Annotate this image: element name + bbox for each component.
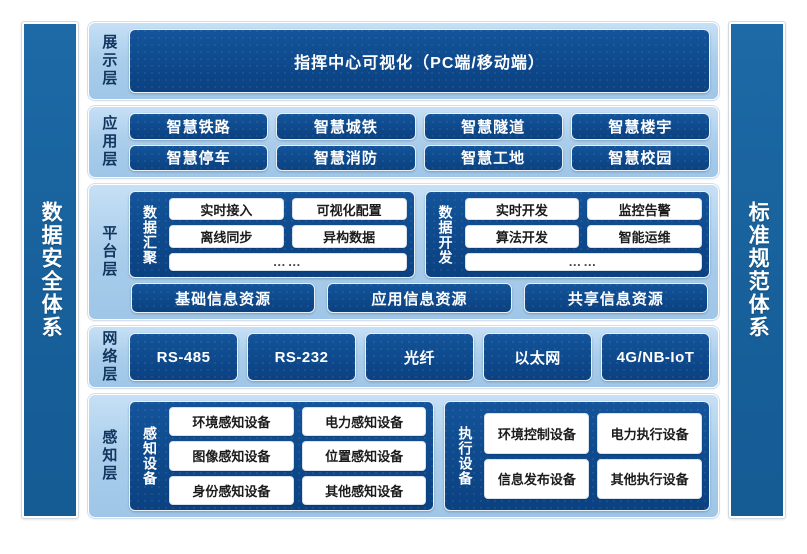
platform-resources: 基础信息资源 应用信息资源 共享信息资源 xyxy=(129,283,710,313)
left-pillar-data-security: 数据安全体系 xyxy=(21,21,79,519)
agg-item-offline-sync[interactable]: 离线同步 xyxy=(169,225,284,248)
dev-item-algorithm-dev[interactable]: 算法开发 xyxy=(464,225,580,248)
data-development-title: 数据开发 xyxy=(437,204,454,265)
layer-presentation-body: 指挥中心可视化（PC端/移动端） xyxy=(129,29,710,93)
actuator-item-other[interactable]: 其他执行设备 xyxy=(597,458,702,499)
app-item-smart-fire[interactable]: 智慧消防 xyxy=(276,144,416,171)
layer-presentation-label: 展示层 xyxy=(100,34,118,88)
layer-application: 应用层 智慧铁路 智慧城铁 智慧隧道 智慧楼宇 智慧停车 智慧消防 智慧工地 智… xyxy=(87,105,720,179)
layer-application-label: 应用层 xyxy=(100,115,118,169)
layer-presentation: 展示层 指挥中心可视化（PC端/移动端） xyxy=(87,21,720,101)
app-item-smart-railway[interactable]: 智慧铁路 xyxy=(129,113,269,140)
layer-network-label: 网络层 xyxy=(100,330,118,384)
layer-platform-label: 平台层 xyxy=(100,225,118,279)
net-item-ethernet[interactable]: 以太网 xyxy=(483,333,592,381)
resource-app-info[interactable]: 应用信息资源 xyxy=(327,283,512,313)
presentation-banner[interactable]: 指挥中心可视化（PC端/移动端） xyxy=(129,29,710,93)
sensing-group-actuator-devices: 执行设备 环境控制设备 电力执行设备 信息发布设备 其他执行设备 xyxy=(444,401,710,511)
layer-application-label-wrap: 应用层 xyxy=(93,113,123,171)
platform-group-data-development: 数据开发 实时开发 监控告警 算法开发 智能运维 …… xyxy=(424,191,710,278)
layer-network-label-wrap: 网络层 xyxy=(93,330,123,384)
data-aggregation-items: 实时接入 可视化配置 离线同步 异构数据 …… xyxy=(169,198,407,271)
sensing-groups: 感知设备 环境感知设备 电力感知设备 图像感知设备 位置感知设备 身份感知设备 … xyxy=(129,401,710,511)
sensor-devices-items: 环境感知设备 电力感知设备 图像感知设备 位置感知设备 身份感知设备 其他感知设… xyxy=(169,407,427,505)
agg-item-realtime-ingest[interactable]: 实时接入 xyxy=(169,198,284,221)
sensor-item-image[interactable]: 图像感知设备 xyxy=(169,441,294,471)
layer-network-body: RS-485 RS-232 光纤 以太网 4G/NB-IoT xyxy=(129,333,710,381)
application-grid: 智慧铁路 智慧城铁 智慧隧道 智慧楼宇 智慧停车 智慧消防 智慧工地 智慧校园 xyxy=(129,113,710,171)
app-item-smart-tunnel[interactable]: 智慧隧道 xyxy=(423,113,563,140)
sensor-item-other[interactable]: 其他感知设备 xyxy=(301,475,427,505)
actuator-devices-title-wrap: 执行设备 xyxy=(452,407,478,505)
app-item-smart-metro[interactable]: 智慧城铁 xyxy=(276,113,416,140)
net-item-4g-nbiot[interactable]: 4G/NB-IoT xyxy=(601,333,710,381)
layer-sensing: 感知层 感知设备 环境感知设备 电力感知设备 图像感知设备 位置感知设备 xyxy=(87,393,720,519)
agg-item-more[interactable]: …… xyxy=(169,252,407,271)
layer-platform-body: 数据汇聚 实时接入 可视化配置 离线同步 异构数据 …… 数 xyxy=(129,191,710,313)
right-pillar-label: 标准规范体系 xyxy=(746,201,770,339)
layer-sensing-label: 感知层 xyxy=(100,429,118,483)
right-pillar-standards: 标准规范体系 xyxy=(728,21,786,519)
net-item-rs232[interactable]: RS-232 xyxy=(247,333,356,381)
actuator-item-environment-control[interactable]: 环境控制设备 xyxy=(484,413,590,454)
app-item-smart-worksite[interactable]: 智慧工地 xyxy=(423,144,563,171)
resource-basic-info[interactable]: 基础信息资源 xyxy=(131,283,316,313)
sensor-item-identity[interactable]: 身份感知设备 xyxy=(169,475,294,505)
sensor-devices-title: 感知设备 xyxy=(142,426,159,486)
dev-item-more[interactable]: …… xyxy=(464,252,702,271)
layer-network: 网络层 RS-485 RS-232 光纤 以太网 4G/NB-IoT xyxy=(87,325,720,389)
layer-stack: 展示层 指挥中心可视化（PC端/移动端） 应用层 智慧铁路 智慧城铁 智慧隧道 … xyxy=(87,21,720,519)
layer-presentation-label-wrap: 展示层 xyxy=(93,29,123,93)
dev-item-smart-ops[interactable]: 智能运维 xyxy=(587,225,702,248)
left-pillar-label: 数据安全体系 xyxy=(39,201,63,339)
net-item-rs485[interactable]: RS-485 xyxy=(129,333,238,381)
platform-groups: 数据汇聚 实时接入 可视化配置 离线同步 异构数据 …… 数 xyxy=(129,191,710,278)
net-item-fiber[interactable]: 光纤 xyxy=(365,333,474,381)
layer-platform-label-wrap: 平台层 xyxy=(93,191,123,313)
layer-platform: 平台层 数据汇聚 实时接入 可视化配置 离线同步 异构数据 xyxy=(87,183,720,321)
sensing-group-sensor-devices: 感知设备 环境感知设备 电力感知设备 图像感知设备 位置感知设备 身份感知设备 … xyxy=(129,401,435,511)
platform-group-data-aggregation: 数据汇聚 实时接入 可视化配置 离线同步 异构数据 …… xyxy=(129,191,415,278)
layer-sensing-body: 感知设备 环境感知设备 电力感知设备 图像感知设备 位置感知设备 身份感知设备 … xyxy=(129,401,710,511)
actuator-devices-items: 环境控制设备 电力执行设备 信息发布设备 其他执行设备 xyxy=(484,407,702,505)
dev-item-monitor-alarm[interactable]: 监控告警 xyxy=(587,198,702,221)
app-item-smart-building[interactable]: 智慧楼宇 xyxy=(570,113,710,140)
actuator-item-info-publish[interactable]: 信息发布设备 xyxy=(484,458,590,499)
actuator-item-power-execution[interactable]: 电力执行设备 xyxy=(597,413,702,454)
dev-item-realtime-dev[interactable]: 实时开发 xyxy=(464,198,580,221)
app-item-smart-parking[interactable]: 智慧停车 xyxy=(129,144,269,171)
sensor-item-environment[interactable]: 环境感知设备 xyxy=(169,407,294,437)
data-aggregation-title-wrap: 数据汇聚 xyxy=(137,198,163,271)
network-grid: RS-485 RS-232 光纤 以太网 4G/NB-IoT xyxy=(129,333,710,381)
sensor-devices-title-wrap: 感知设备 xyxy=(137,407,163,505)
agg-item-heterogeneous[interactable]: 异构数据 xyxy=(291,225,407,248)
layer-sensing-label-wrap: 感知层 xyxy=(93,401,123,511)
layer-application-body: 智慧铁路 智慧城铁 智慧隧道 智慧楼宇 智慧停车 智慧消防 智慧工地 智慧校园 xyxy=(129,113,710,171)
data-aggregation-title: 数据汇聚 xyxy=(142,204,159,265)
agg-item-visual-config[interactable]: 可视化配置 xyxy=(291,198,407,221)
data-development-items: 实时开发 监控告警 算法开发 智能运维 …… xyxy=(464,198,702,271)
actuator-devices-title: 执行设备 xyxy=(457,426,474,486)
data-development-title-wrap: 数据开发 xyxy=(433,198,459,271)
sensor-item-position[interactable]: 位置感知设备 xyxy=(301,441,427,471)
app-item-smart-campus[interactable]: 智慧校园 xyxy=(570,144,710,171)
sensor-item-power[interactable]: 电力感知设备 xyxy=(301,407,427,437)
resource-shared-info[interactable]: 共享信息资源 xyxy=(523,283,708,313)
